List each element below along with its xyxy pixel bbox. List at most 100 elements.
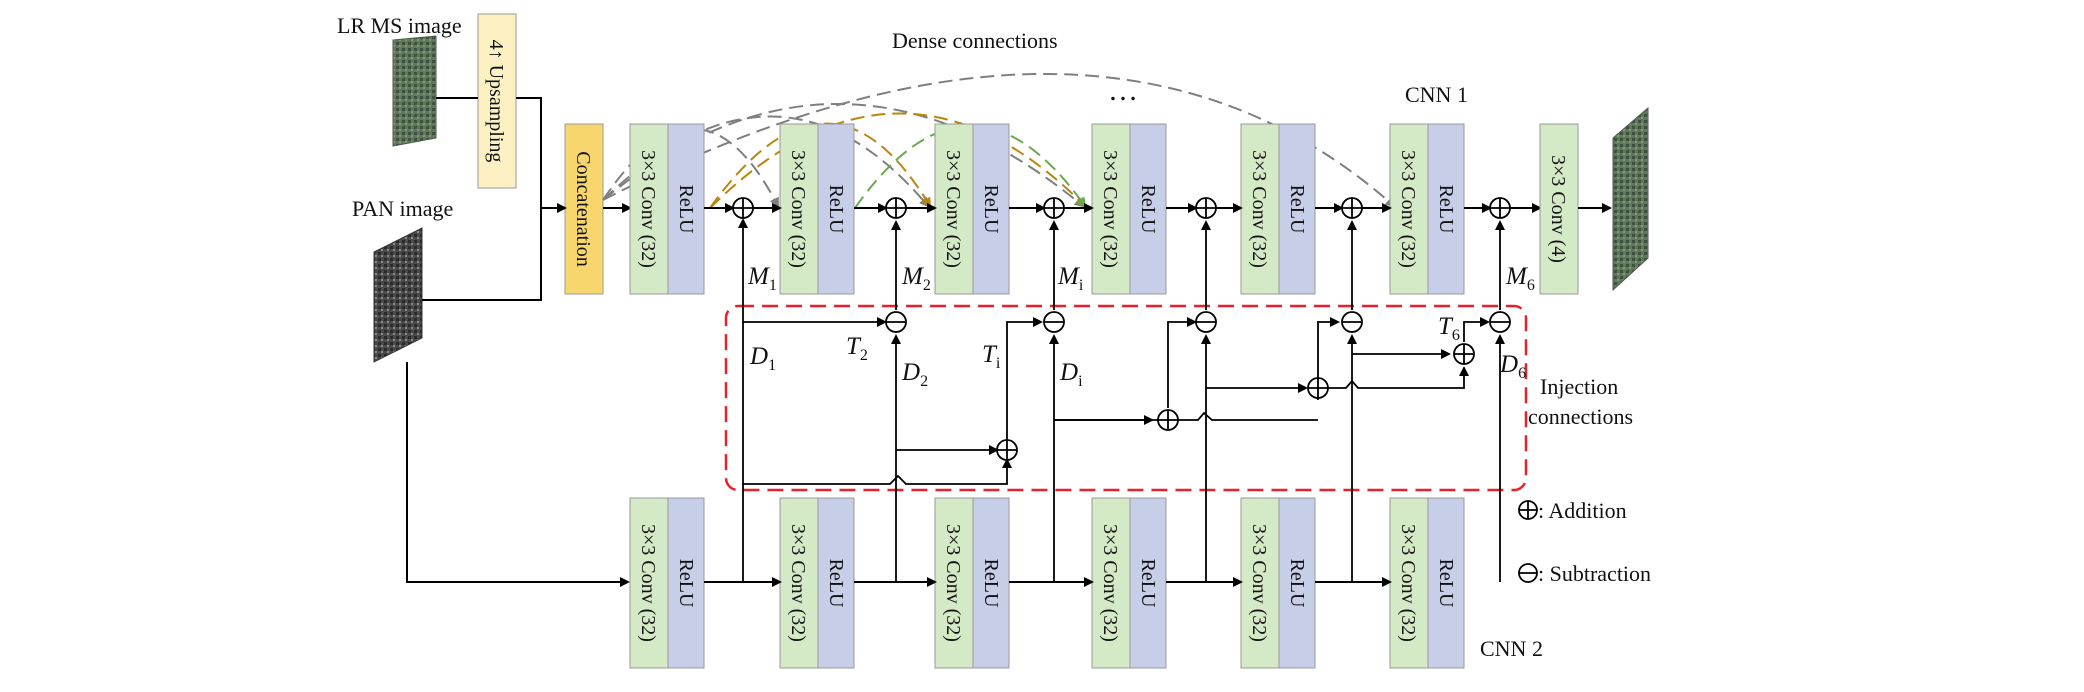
lr-ms-label: LR MS image: [337, 13, 462, 38]
pan-label: PAN image: [352, 196, 453, 221]
cnn1-title: CNN 1: [1405, 82, 1468, 107]
cnn1-conv-5: [1240, 123, 1280, 295]
injection-label-line2: connections: [1528, 404, 1633, 429]
cnn1-conv-label: 3×3 Conv (32): [637, 150, 659, 268]
final-conv-label: 3×3 Conv (4): [1547, 155, 1569, 263]
addition-node-m4: [1195, 197, 1217, 219]
cnn1-conv-4: [1091, 123, 1131, 295]
cnn1-block-5: 3×3 Conv (32) ReLU: [1240, 123, 1316, 295]
math-label-m-i: Mi: [1057, 263, 1084, 294]
subtraction-node-5: [1341, 311, 1363, 333]
cnn2-relu-5: [1278, 497, 1316, 669]
cnn1-conv-label: 3×3 Conv (32): [787, 150, 809, 268]
cnn1-relu-label: ReLU: [980, 185, 1002, 234]
dense-connections: [602, 73, 1396, 209]
cnn2-title: CNN 2: [1480, 636, 1543, 661]
cnn2-conv-label: 3×3 Conv (32): [1099, 524, 1121, 642]
cnn1-block-3: 3×3 Conv (32)ReLU: [934, 123, 1010, 295]
cnn2-conv-1: [629, 497, 669, 669]
cnn1-relu-4: [1129, 123, 1167, 295]
math-label-m-2: M2: [901, 263, 931, 294]
cnn2-relu-label: ReLU: [1435, 559, 1457, 608]
ellipsis: …: [1108, 74, 1138, 107]
cnn2-relu-label: ReLU: [1137, 559, 1159, 608]
concatenation-block: [564, 123, 604, 295]
math-label-m-6: M6: [1505, 263, 1535, 294]
injection-addition-node-1: [996, 439, 1018, 461]
dense-connections-label: Dense connections: [892, 28, 1058, 53]
cnn2-conv-label: 3×3 Conv (32): [1397, 524, 1419, 642]
cnn1-relu-label: ReLU: [825, 185, 847, 234]
cnn1-relu-label: ReLU: [1137, 185, 1159, 234]
subtraction-node-4: [1195, 311, 1217, 333]
cnn1-conv-label: 3×3 Conv (32): [1397, 150, 1419, 268]
cnn1-block-4: 3×3 Conv (32) ReLU: [1091, 123, 1167, 295]
cnn2-block-5: 3×3 Conv (32) ReLU: [1240, 497, 1316, 669]
math-label-d-1: D1: [749, 343, 776, 374]
cnn1-relu-3: [972, 123, 1010, 295]
cnn2-conv-label: 3×3 Conv (32): [787, 524, 809, 642]
injection-addition-node-4: [1453, 343, 1475, 365]
output-image: [1612, 106, 1649, 292]
injection-addition-node-3: [1307, 377, 1329, 399]
cnn1-conv-label: 3×3 Conv (32): [1099, 150, 1121, 268]
math-label-t-i: Ti: [982, 341, 1001, 372]
addition-node-m6: [1489, 197, 1511, 219]
cnn2-relu-3: [972, 497, 1010, 669]
input-connections: [406, 97, 632, 587]
injection-region: [724, 304, 1528, 492]
injection-label-line1: Injection: [1540, 374, 1618, 399]
math-label-m-1: M1: [747, 263, 777, 294]
subtraction-node-3: [1043, 311, 1065, 333]
legend-subtraction-icon: [1518, 563, 1538, 583]
pan-image: [373, 227, 423, 363]
cnn2-relu-label: ReLU: [980, 559, 1002, 608]
cnn2-relu-2: [817, 497, 855, 669]
subtraction-to-addition: [891, 220, 1505, 310]
cnn1-block-2: 3×3 Conv (32) ReLU: [779, 123, 855, 295]
math-label-t-2: T2: [846, 333, 868, 364]
cnn2-conv-label: 3×3 Conv (32): [637, 524, 659, 642]
cnn2-relu-label: ReLU: [675, 559, 697, 608]
cnn2-relu-6: [1427, 497, 1465, 669]
cnn2-relu-1: [667, 497, 705, 669]
cnn2-conv-label: 3×3 Conv (32): [942, 524, 964, 642]
cnn1-relu-5: [1278, 123, 1316, 295]
cnn1-conv-2: [779, 123, 819, 295]
cnn1-conv-1: [629, 123, 669, 295]
cnn1-relu-label: ReLU: [1435, 185, 1457, 234]
cnn1-relu-1: [667, 123, 705, 295]
legend-addition-icon: [1518, 500, 1538, 520]
cnn2-conv-6: [1389, 497, 1429, 669]
subtraction-node-6: [1489, 311, 1511, 333]
cnn2-block-1: 3×3 Conv (32) ReLU: [629, 497, 705, 669]
legend-addition-label: : Addition: [1538, 498, 1627, 523]
cnn1-block-6: 3×3 Conv (32) ReLU: [1389, 123, 1465, 295]
cnn2-conv-2: [779, 497, 819, 669]
cnn2-block-3: 3×3 Conv (32) ReLU: [934, 497, 1010, 669]
addition-node-m5: [1341, 197, 1363, 219]
upsampling-block: [477, 13, 517, 189]
cnn2-block-6: 3×3 Conv (32) ReLU: [1389, 497, 1465, 669]
cnn2-block-2: 3×3 Conv (32) ReLU: [779, 497, 855, 669]
addition-node-m3: [1043, 197, 1065, 219]
math-label-t-6: T6: [1438, 313, 1460, 344]
math-label-d-2: D2: [901, 359, 928, 390]
cnn1-relu-label: ReLU: [1286, 185, 1308, 234]
cnn1-block-1: 3×3 Conv (32)ReLU: [629, 123, 705, 295]
cnn2-relu-label: ReLU: [825, 559, 847, 608]
injection-addition-node-2: [1157, 409, 1179, 431]
cnn2-conv-label: 3×3 Conv (32): [1248, 524, 1270, 642]
injection-wires: [738, 218, 1505, 582]
cnn2-relu-label: ReLU: [1286, 559, 1308, 608]
operator-nodes: [732, 197, 1511, 461]
concatenation-label: Concatenation: [572, 151, 594, 267]
cnn1-conv-label: 3×3 Conv (32): [1248, 150, 1270, 268]
lr-ms-image: [392, 35, 437, 147]
math-label-d-6: D6: [1499, 351, 1526, 382]
cnn1-relu-2: [817, 123, 855, 295]
cnn2-conv-3: [934, 497, 974, 669]
